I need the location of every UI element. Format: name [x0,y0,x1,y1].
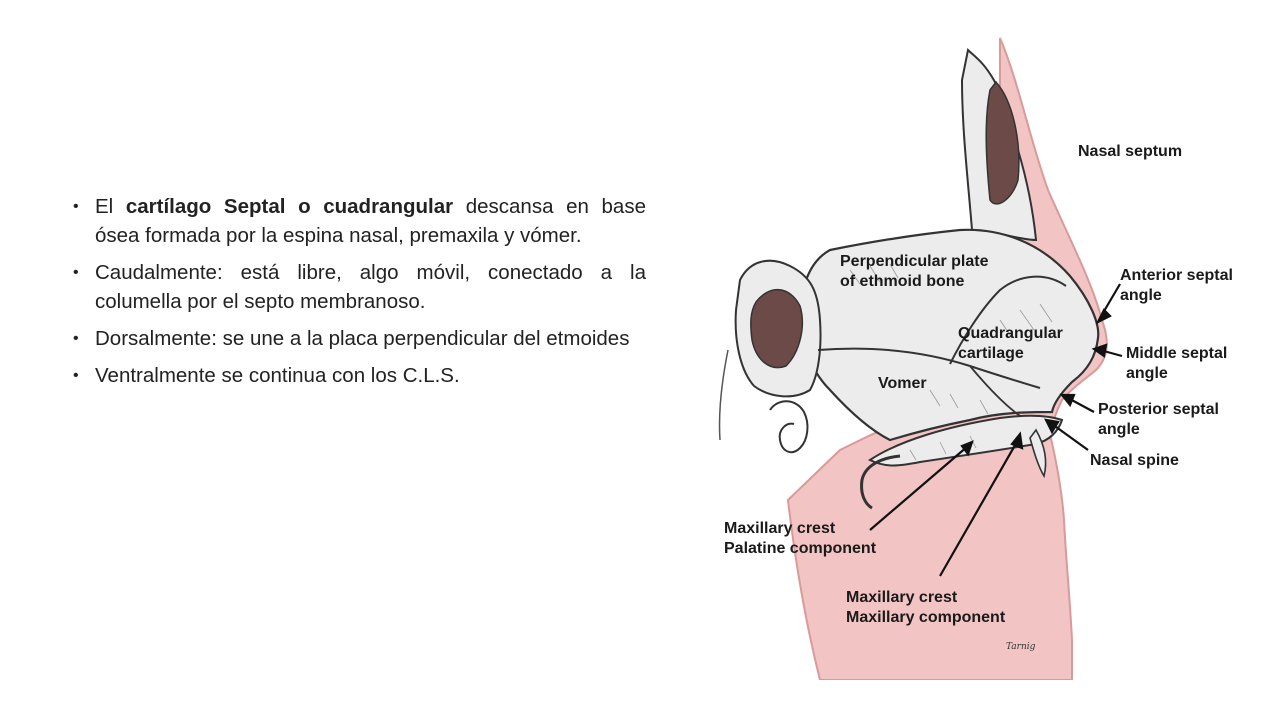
bullet-item: • Caudalmente: está libre, algo móvil, co… [70,258,646,316]
arrow-anterior-septal [1095,308,1112,325]
arrow-maxillary-maxillary [1010,431,1024,450]
bullet-dot-icon: • [73,367,79,384]
turbinate-curl [769,400,809,454]
frontal-sinus [985,80,1020,205]
bullet-text: El [95,195,126,218]
label-middle-septal-angle: Middle septal angle [1126,345,1228,382]
label-quadrangular-cartilage: Quadrangular cartilage [958,325,1063,362]
label-anterior-septal-angle: Anterior septal angle [1120,267,1233,304]
label-nasal-septum: Nasal septum [1078,143,1183,160]
label-maxillary-crest-maxillary: Maxillary crest Maxillary component [846,589,1006,626]
bullet-text: Caudalmente: está libre, algo móvil, con… [95,261,646,313]
bullet-text: Dorsalmente: se une a la placa perpendic… [95,327,630,350]
leader-maxillary-maxillary [939,439,1019,577]
anatomy-illustration [718,37,1123,680]
arrow-posterior-septal [1059,393,1076,408]
bullet-item: • Dorsalmente: se une a la placa perpendi… [70,324,646,353]
bullet-list: • El cartílago Septal o cuadrangular desc… [70,192,646,398]
nasal-spine [1029,428,1047,479]
nasal-septum-diagram: Nasal septum Perpendicular plate of ethm… [700,20,1280,680]
bullet-item: • El cartílago Septal o cuadrangular desc… [70,192,646,250]
leader-nasal-spine [1051,423,1089,451]
hatching [849,263,1053,461]
pterygoid-edge [718,349,729,441]
bullet-text: Ventralmente se continua con los C.L.S. [95,364,460,387]
bullet-dot-icon: • [73,198,79,215]
palate [868,414,1064,467]
suture-ethmoid-vomer [817,347,1041,389]
bullet-bold-text: cartílago Septal o cuadrangular [125,195,454,218]
palatine-hook [860,454,901,510]
arrow-nasal-spine [1044,418,1060,435]
leader-maxillary-palatine [869,445,969,531]
suture-quadrangular [949,275,1067,365]
artist-signature: Tarnig [1006,642,1036,652]
label-perpendicular-plate: Perpendicular plate of ethmoid bone [840,253,989,290]
bullet-item: • Ventralmente se continua con los C.L.S. [70,361,646,390]
label-posterior-septal-angle: Posterior septal angle [1098,401,1219,438]
leader-lines [869,283,1123,577]
sphenoid-sinus [750,288,804,369]
bullet-dot-icon: • [73,264,79,281]
bullet-dot-icon: • [73,330,79,347]
label-nasal-spine: Nasal spine [1090,452,1179,469]
bullet-text: descansa en base ósea formada por la esp… [95,195,646,247]
label-maxillary-crest-palatine: Maxillary crest Palatine component [724,520,877,557]
label-vomer: Vomer [878,375,927,392]
arrow-maxillary-palatine [960,440,974,457]
arrow-middle-septal [1091,343,1108,358]
